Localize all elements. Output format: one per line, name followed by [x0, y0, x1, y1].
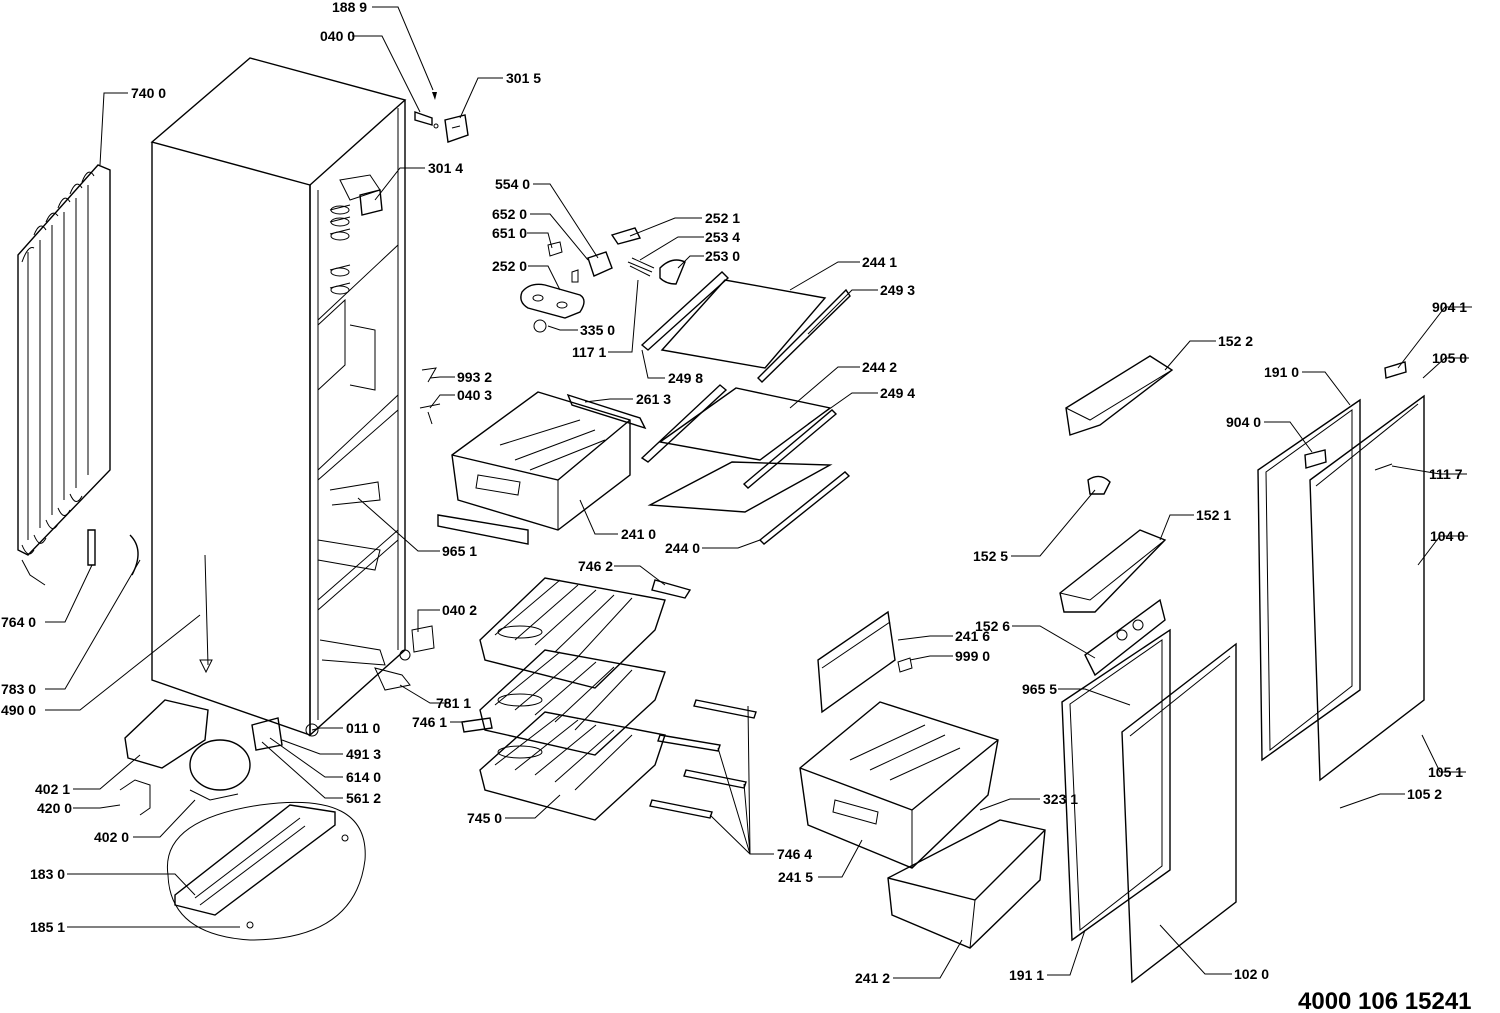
crisper-cover: [817, 610, 913, 714]
crisper-drawers: [799, 701, 1046, 949]
callout-label: 904 1: [1432, 299, 1467, 315]
callout-label: 152 6: [975, 618, 1010, 634]
callout-label: 152 1: [1196, 507, 1231, 523]
callout-label: 040 2: [442, 602, 477, 618]
callout-label: 554 0: [495, 176, 530, 192]
callout-label: 105 0: [1432, 350, 1467, 366]
callout-label: 301 5: [506, 70, 541, 86]
doors-and-gaskets: [1061, 361, 1425, 984]
callout-label: 999 0: [955, 648, 990, 664]
callout-label: 253 4: [705, 229, 740, 245]
callout-label: 249 3: [880, 282, 915, 298]
refrigerator-cabinet: [150, 57, 411, 737]
callout-label: 241 5: [778, 869, 813, 885]
callout-label: 746 4: [777, 846, 812, 862]
leader-lines: [45, 6, 1472, 979]
callout-label: 241 2: [855, 970, 890, 986]
compressor-and-base: [119, 699, 366, 941]
document-number: 4000 106 15241: [1298, 988, 1472, 1013]
callout-label: 188 9: [332, 0, 367, 15]
callout-label: 040 3: [457, 387, 492, 403]
callout-label: 420 0: [37, 800, 72, 816]
callout-label: 652 0: [492, 206, 527, 222]
callout-label: 241 0: [621, 526, 656, 542]
callout-label: 152 5: [973, 548, 1008, 564]
shelf-brackets: [461, 579, 757, 819]
callout-label: 244 2: [862, 359, 897, 375]
callout-label: 402 0: [94, 829, 129, 845]
callout-label: 191 0: [1264, 364, 1299, 380]
callout-label: 104 0: [1430, 528, 1465, 544]
callout-label: 244 0: [665, 540, 700, 556]
condenser-coil: [17, 164, 111, 586]
callout-label: 745 0: [467, 810, 502, 826]
callout-label: 335 0: [580, 322, 615, 338]
callout-label: 252 1: [705, 210, 740, 226]
callout-label: 249 4: [880, 385, 915, 401]
callout-label: 117 1: [572, 344, 606, 360]
callout-label: 904 0: [1226, 414, 1261, 430]
callout-label: 111 7: [1429, 466, 1463, 482]
callout-label: 102 0: [1234, 966, 1269, 982]
top-hinge-parts: [414, 92, 469, 143]
callout-label: 040 0: [320, 28, 355, 44]
misc-left-parts: [87, 367, 441, 691]
callout-label: 740 0: [131, 85, 166, 101]
callout-label: 402 1: [35, 781, 70, 797]
callout-label: 764 0: [1, 614, 36, 630]
callout-label: 781 1: [436, 695, 471, 711]
callout-label: 152 2: [1218, 333, 1253, 349]
callout-label: 491 3: [346, 746, 381, 762]
callout-label: 783 0: [1, 681, 36, 697]
callout-label: 965 1: [442, 543, 477, 559]
callout-label: 561 2: [346, 790, 381, 806]
callout-label: 105 2: [1407, 786, 1442, 802]
callout-label: 241 6: [955, 628, 990, 644]
callout-label: 183 0: [30, 866, 65, 882]
door-bins: [1059, 355, 1174, 677]
bracket-301-4: [359, 189, 383, 216]
freezer-drawer-upper: [437, 391, 647, 545]
callout-label: 244 1: [862, 254, 897, 270]
callout-label: 614 0: [346, 769, 381, 785]
callout-label: 993 2: [457, 369, 492, 385]
lamp-assembly: [520, 227, 686, 333]
callout-label: 011 0: [346, 720, 380, 736]
callout-label: 249 8: [668, 370, 703, 386]
wire-shelves: [479, 577, 666, 821]
callout-label: 191 1: [1009, 967, 1044, 983]
callout-label: 105 1: [1428, 764, 1463, 780]
callout-label: 651 0: [492, 225, 527, 241]
callout-label: 185 1: [30, 919, 65, 935]
callout-label: 746 2: [578, 558, 613, 574]
callout-label: 301 4: [428, 160, 463, 176]
callout-label: 253 0: [705, 248, 740, 264]
callout-label: 323 1: [1043, 791, 1078, 807]
callout-label: 965 5: [1022, 681, 1057, 697]
callout-label: 746 1: [412, 714, 447, 730]
callout-label: 252 0: [492, 258, 527, 274]
callout-label: 261 3: [636, 391, 671, 407]
callout-label: 490 0: [1, 702, 36, 718]
glass-shelves: [640, 271, 851, 545]
